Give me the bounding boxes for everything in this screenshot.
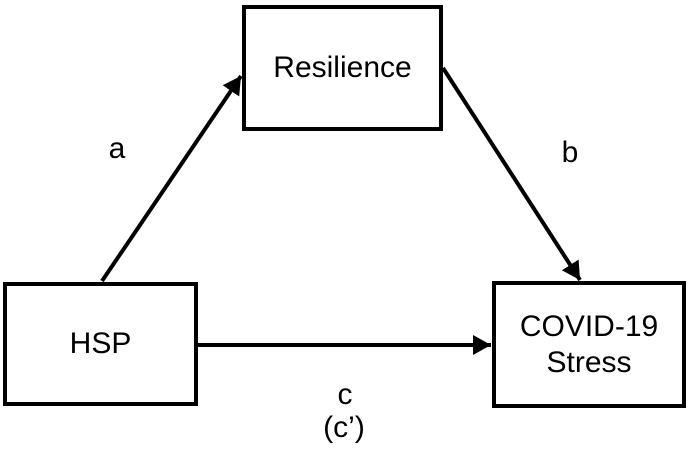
path-label-c: c: [337, 378, 353, 411]
covid-stress-box-label-line1: COVID-19: [519, 309, 659, 343]
path-label-c-prime: (c’): [323, 411, 365, 444]
hsp-box-label: HSP: [69, 327, 132, 360]
resilience-box-label: Resilience: [273, 51, 412, 84]
resilience-box: Resilience: [242, 5, 443, 131]
covid-stress-box: COVID-19 Stress: [492, 281, 686, 408]
covid-stress-box-label-line2: Stress: [546, 345, 632, 379]
arrow-a: [100, 74, 243, 283]
path-label-a: a: [108, 132, 126, 165]
path-label-b: b: [561, 136, 579, 169]
hsp-box: HSP: [3, 282, 198, 406]
arrow-b: [441, 66, 582, 282]
